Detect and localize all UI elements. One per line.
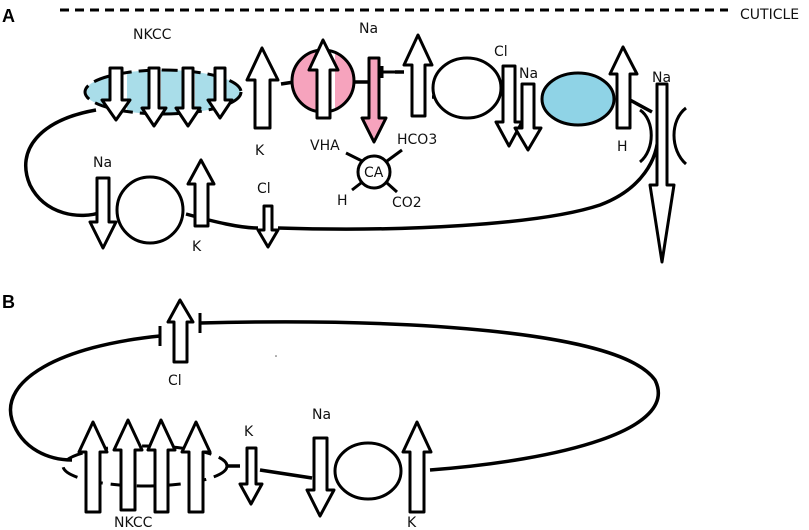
nkcc-b-arrow-1 <box>77 420 109 514</box>
na-channel-pink <box>290 38 356 120</box>
na-label-top: Na <box>359 21 378 37</box>
na-label-mid: Na <box>519 66 538 82</box>
panel-b: B Cl NKCC K Na K <box>2 292 660 530</box>
h-efflux-arrow-mid <box>402 33 434 118</box>
k-label-basal: K <box>192 239 202 255</box>
na-influx-arrow-basal <box>88 176 118 250</box>
panel-a: A CUTICLE NKCC K <box>2 6 799 264</box>
nkcc-b-arrow-4 <box>180 420 212 514</box>
k-label-b-bottom: K <box>407 515 417 530</box>
na-efflux-arrow-right <box>648 82 676 264</box>
vha-label: VHA <box>310 138 340 154</box>
cuticle-label: CUTICLE <box>740 7 799 23</box>
exchanger-blue <box>540 71 616 127</box>
k-efflux-arrow-a <box>245 46 280 130</box>
k-label-a: K <box>255 143 265 159</box>
cl-efflux-arrow-b <box>166 298 195 364</box>
co2-label: CO2 <box>392 195 422 211</box>
h-efflux-arrow-right <box>608 45 639 130</box>
nkcc-arrow-4 <box>206 66 234 120</box>
cl-influx-arrow-top <box>494 64 524 148</box>
cl-influx-arrow-basal <box>256 204 280 249</box>
cl-label-b: Cl <box>168 373 182 389</box>
basal-exchanger-b <box>333 441 403 501</box>
channel-up-arrow <box>307 38 340 120</box>
na-channel-right <box>638 82 688 264</box>
na-influx-arrow-mid <box>513 82 543 152</box>
na-label-basal: Na <box>93 155 112 171</box>
nkcc-label-a: NKCC <box>133 27 172 43</box>
nkcc-transporter-b <box>61 418 229 514</box>
nkcc-transporter-a <box>83 66 243 128</box>
nkcc-label-b: NKCC <box>114 515 153 530</box>
cell-membrane-b <box>8 320 660 480</box>
panel-b-letter: B <box>2 292 15 312</box>
hco3-label: HCO3 <box>397 132 437 148</box>
nkcc-b-arrow-2 <box>112 418 144 512</box>
cl-label-basal: Cl <box>257 181 271 197</box>
nkcc-arrow-1 <box>100 66 132 122</box>
na-label-b: Na <box>312 407 331 423</box>
nkcc-b-arrow-3 <box>146 418 177 514</box>
na-influx-arrow-top <box>360 56 388 144</box>
k-efflux-arrow-basal <box>186 158 216 228</box>
na-label-right: Na <box>652 70 671 86</box>
carbonic-anhydrase <box>345 148 403 194</box>
k-efflux-arrow-b <box>401 420 433 514</box>
cl-label-top: Cl <box>494 44 508 60</box>
h-label-ca: H <box>337 193 348 209</box>
panel-a-letter: A <box>2 6 15 26</box>
na-influx-arrow-b <box>305 436 336 518</box>
speck <box>275 355 277 357</box>
nkcc-arrow-3 <box>174 66 202 128</box>
ca-label: CA <box>364 165 384 181</box>
nkcc-arrow-2 <box>140 66 168 128</box>
basal-exchanger-a <box>115 175 185 245</box>
k-label-b-top: K <box>244 424 254 440</box>
h-label-right: H <box>617 139 628 155</box>
exchanger-white <box>431 56 503 120</box>
k-influx-arrow-b <box>238 446 264 506</box>
